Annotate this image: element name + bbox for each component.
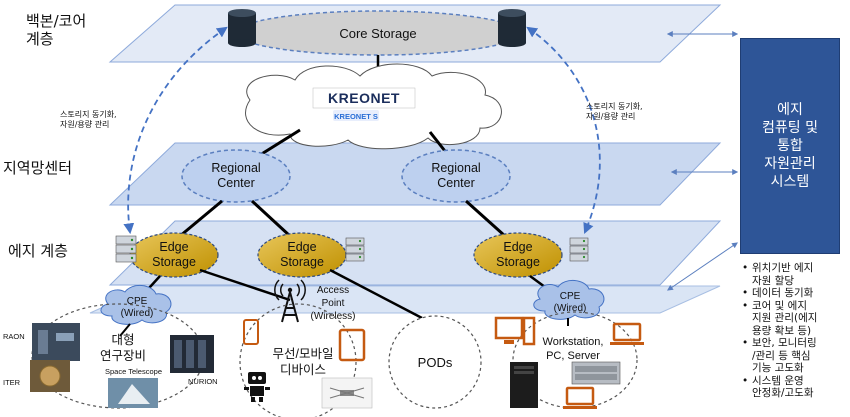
- nurion-photo-detail: [186, 340, 194, 368]
- cpe-left-cloud: [100, 285, 172, 325]
- rack-server-icon: [571, 361, 621, 385]
- server-rack-icon: [115, 235, 137, 263]
- edge2-to-pods-link: [329, 268, 423, 320]
- feature-item: 데이터 동기화: [742, 287, 848, 300]
- server-rack-icon: [345, 237, 365, 262]
- regional-center-right: [401, 149, 511, 203]
- feature-item: 보안, 모니터링 /관리 등 핵심 기능 고도화: [742, 337, 848, 375]
- robot-icon: [244, 372, 270, 402]
- feature-item: 시스템 운영 안정화/고도화: [742, 375, 848, 400]
- feature-item: 위치기반 에지 자원 할당: [742, 262, 848, 287]
- wireless-tower-icon: [274, 279, 306, 323]
- core-db-right-icon: [498, 9, 526, 47]
- tower-server-icon: [510, 362, 538, 408]
- pods-circle: [388, 315, 482, 409]
- sync-arrow-left: [123, 26, 228, 235]
- server-rack-icon: [569, 237, 589, 262]
- nurion-label: NURION: [188, 377, 218, 386]
- sync-note-right: 스토리지 동기화, 자원/용량 관리: [586, 102, 643, 121]
- cpe-right-cloud: [533, 280, 605, 320]
- sync-arrow-right: [526, 26, 601, 234]
- smartphone-icon: [243, 319, 259, 345]
- raon-photo-detail: [38, 330, 48, 354]
- kreonet-s-logo: KREONET S: [334, 112, 378, 121]
- telescope-label: Space Telescope: [105, 367, 162, 376]
- edge-layer-title: 에지 계층: [8, 242, 68, 260]
- tablet-icon: [338, 328, 366, 362]
- rc-left-to-edge-2: [250, 199, 292, 238]
- raon-label: RAON: [3, 332, 25, 341]
- laptop-icon: [610, 322, 644, 345]
- feature-list: 위치기반 에지 자원 할당 데이터 동기화 코어 및 에지 지원 관리(에지 용…: [742, 262, 848, 400]
- feature-item: 코어 및 에지 지원 관리(에지 용량 확보 등): [742, 300, 848, 338]
- cpe-left-label: CPE(Wired): [121, 296, 154, 319]
- regional-layer-title: 지역망센터: [3, 159, 73, 177]
- edge-to-system-arrow: [667, 242, 738, 291]
- rc-right-to-edge-3: [464, 199, 507, 238]
- workstation-label: Workstation,PC, Server: [543, 336, 604, 362]
- iter-photo-detail: [39, 365, 61, 387]
- cpe-right-label: CPE(Wired): [554, 291, 587, 314]
- drone-photo: [321, 377, 373, 409]
- nurion-photo-detail: [174, 340, 182, 368]
- laptop-icon: [563, 386, 597, 409]
- raon-photo-detail: [56, 333, 74, 341]
- backbone-layer-title: 백본/코어 계층: [26, 12, 87, 48]
- iter-label: ITER: [3, 378, 21, 387]
- core-storage-label: Core Storage: [339, 26, 416, 41]
- core-db-left-icon: [228, 9, 256, 47]
- pods-label: PODs: [418, 355, 453, 370]
- kreonet-logo: KREONET: [328, 90, 400, 106]
- telescope-photo-detail: [118, 384, 150, 404]
- edge-computing-system-box: 에지 컴퓨팅 및 통합 자원관리 시스템: [740, 38, 840, 254]
- kreonet-logo-box: [312, 87, 416, 109]
- edge-storage-3: [473, 232, 563, 278]
- desktop-pc-icon: [494, 316, 536, 346]
- nurion-photo-detail: [198, 340, 206, 368]
- sync-note-left: 스토리지 동기화, 자원/용량 관리: [60, 110, 117, 129]
- mobile-group-circle: [239, 303, 357, 417]
- cpe-to-research-link: [119, 323, 131, 337]
- kreonet-s-badge: [333, 110, 379, 121]
